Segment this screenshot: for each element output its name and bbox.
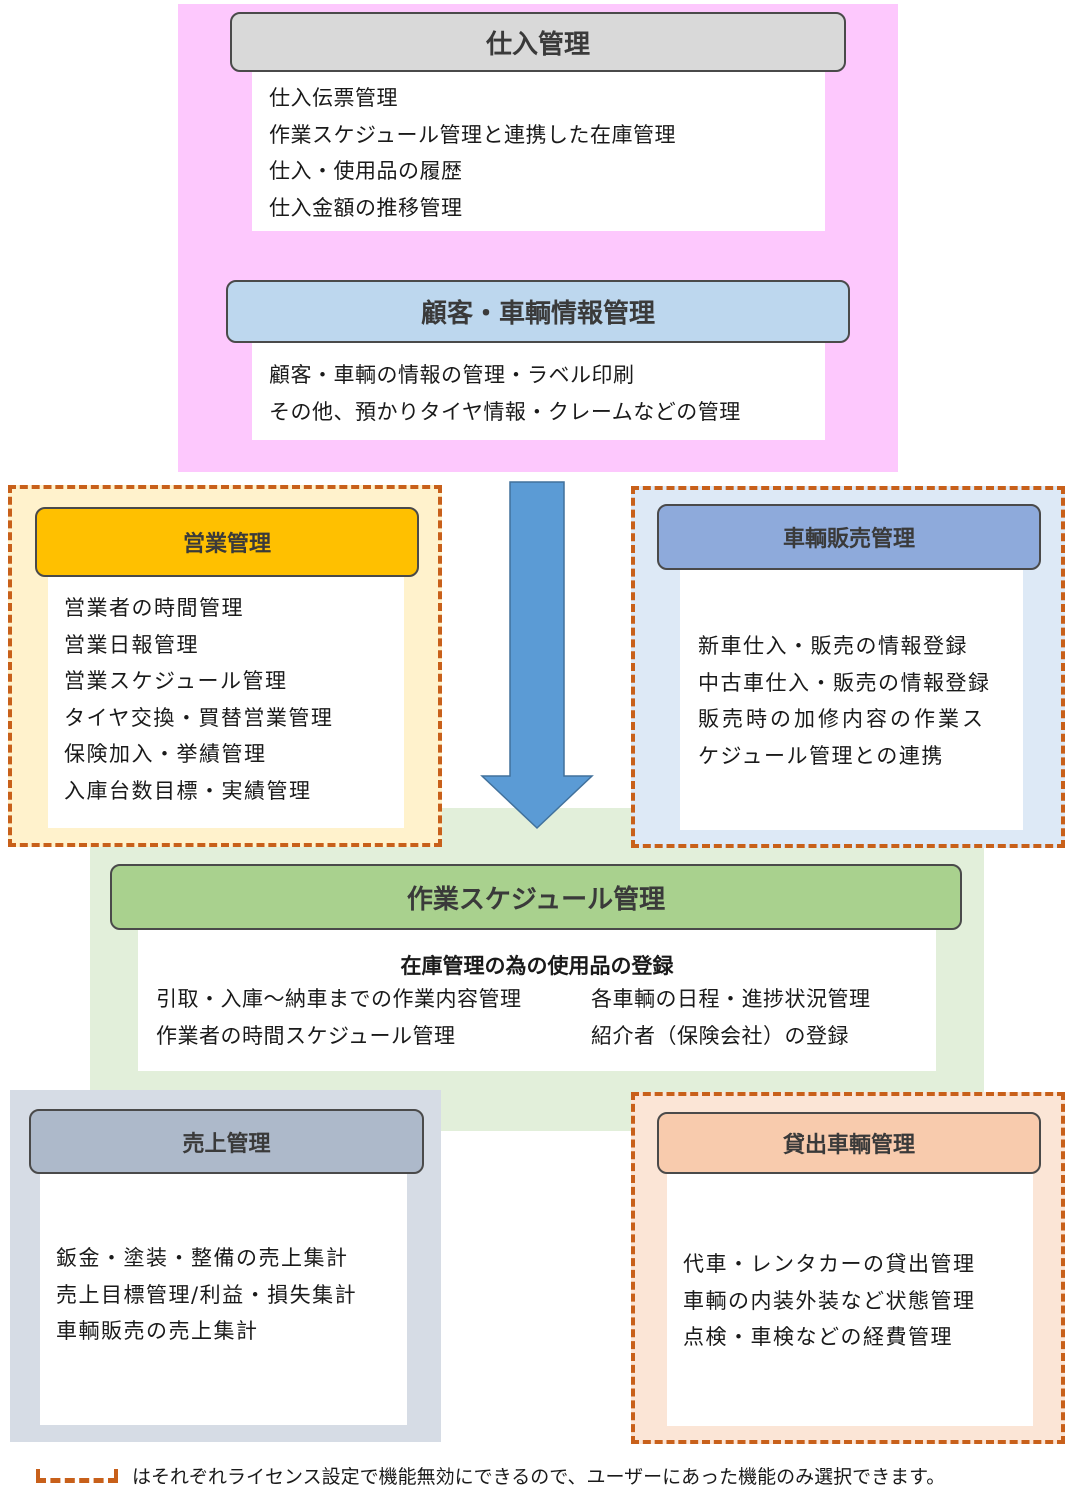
customer-item: 顧客・車輌の情報の管理・ラベル印刷 xyxy=(269,363,635,387)
work-schedule-title: 作業スケジュール管理 xyxy=(406,884,666,915)
vehicle-sales-item: ケジュール管理との連携 xyxy=(698,743,944,768)
purchase-item: 仕入伝票管理 xyxy=(269,86,398,110)
vehicle-sales-item: 新車仕入・販売の情報登録 xyxy=(698,634,968,658)
sales-header[interactable]: 営業管理 xyxy=(35,507,419,577)
revenue-item: 鈑金・塗装・整備の売上集計 xyxy=(56,1246,349,1270)
sales-item: 営業者の時間管理 xyxy=(64,596,244,620)
purchase-title: 仕入管理 xyxy=(485,29,590,60)
sales-title: 営業管理 xyxy=(182,532,271,557)
purchase-item: 仕入・使用品の履歴 xyxy=(269,159,463,183)
sales-item: 入庫台数目標・実績管理 xyxy=(64,778,312,803)
revenue-body: 鈑金・塗装・整備の売上集計 売上目標管理/利益・損失集計 車輌販売の売上集計 xyxy=(40,1170,407,1425)
purchase-item: 作業スケジュール管理と連携した在庫管理 xyxy=(269,122,677,147)
sales-item: 営業日報管理 xyxy=(64,632,199,657)
revenue-title: 売上管理 xyxy=(182,1131,271,1157)
work-schedule-subtitle: 在庫管理の為の使用品の登録 xyxy=(400,954,674,978)
work-schedule-item: 各車輌の日程・進捗状況管理 xyxy=(591,987,871,1011)
revenue-header[interactable]: 売上管理 xyxy=(29,1109,424,1174)
revenue-item: 車輌販売の売上集計 xyxy=(56,1319,259,1343)
customer-header[interactable]: 顧客・車輌情報管理 xyxy=(226,280,850,343)
vehicle-sales-item: 販売時の加修内容の作業ス xyxy=(698,707,986,731)
rental-item: 車輌の内装外装など状態管理 xyxy=(683,1288,976,1313)
purchase-item: 仕入金額の推移管理 xyxy=(269,195,463,220)
vehicle-sales-body: 新車仕入・販売の情報登録 中古車仕入・販売の情報登録 販売時の加修内容の作業ス … xyxy=(680,566,1023,830)
sales-item: 保険加入・挙績管理 xyxy=(64,742,267,766)
vehicle-sales-item: 中古車仕入・販売の情報登録 xyxy=(698,670,991,695)
work-schedule-body: 在庫管理の為の使用品の登録 引取・入庫～納車までの作業内容管理 作業者の時間スケ… xyxy=(138,926,936,1071)
vehicle-sales-header[interactable]: 車輌販売管理 xyxy=(657,504,1041,570)
legend-text: はそれぞれライセンス設定で機能無効にできるので、ユーザーにあった機能のみ選択でき… xyxy=(132,1466,946,1488)
sales-body: 営業者の時間管理 営業日報管理 営業スケジュール管理 タイヤ交換・買替営業管理 … xyxy=(48,570,404,828)
rental-item: 代車・レンタカーの貸出管理 xyxy=(683,1252,976,1276)
work-schedule-header[interactable]: 作業スケジュール管理 xyxy=(110,864,962,930)
dashed-border-swatch-icon xyxy=(36,1468,118,1483)
rental-header[interactable]: 貸出車輌管理 xyxy=(657,1112,1041,1174)
work-schedule-item: 紹介者（保険会社）の登録 xyxy=(591,1023,849,1048)
down-arrow-icon xyxy=(480,481,594,830)
purchase-body: 仕入伝票管理 作業スケジュール管理と連携した在庫管理 仕入・使用品の履歴 仕入金… xyxy=(252,66,825,231)
customer-item: その他、預かりタイヤ情報・クレームなどの管理 xyxy=(269,399,741,424)
work-schedule-item: 引取・入庫～納車までの作業内容管理 xyxy=(156,987,522,1011)
rental-title: 貸出車輌管理 xyxy=(782,1133,915,1158)
sales-item: 営業スケジュール管理 xyxy=(64,669,288,693)
sales-item: タイヤ交換・買替営業管理 xyxy=(64,705,334,730)
customer-body: 顧客・車輌の情報の管理・ラベル印刷 その他、預かりタイヤ情報・クレームなどの管理 xyxy=(252,336,825,440)
revenue-item: 売上目標管理/利益・損失集計 xyxy=(56,1282,358,1307)
purchase-header[interactable]: 仕入管理 xyxy=(230,12,846,72)
legend: はそれぞれライセンス設定で機能無効にできるので、ユーザーにあった機能のみ選択でき… xyxy=(36,1462,945,1489)
vehicle-sales-title: 車輌販売管理 xyxy=(782,527,915,552)
rental-item: 点検・車検などの経費管理 xyxy=(683,1325,953,1349)
rental-body: 代車・レンタカーの貸出管理 車輌の内装外装など状態管理 点検・車検などの経費管理 xyxy=(667,1172,1033,1426)
work-schedule-item: 作業者の時間スケジュール管理 xyxy=(156,1023,456,1048)
customer-title: 顧客・車輌情報管理 xyxy=(420,299,655,329)
